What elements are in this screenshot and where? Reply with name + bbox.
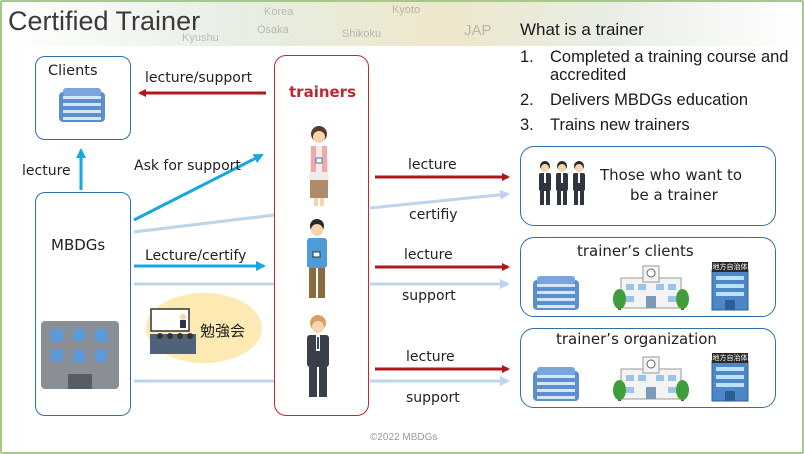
edge-label-lecture: lecture: [406, 349, 455, 365]
arrow-ask-for-support: [133, 153, 264, 222]
definition-number: 2.: [520, 91, 534, 109]
trainer-businessman-icon: [307, 315, 329, 397]
municipality-sign: 地方自治体: [713, 262, 748, 271]
trainers-label: trainers: [289, 83, 357, 101]
pale-line: [133, 213, 275, 234]
map-word: Shikoku: [342, 28, 382, 40]
municipality-sign: 地方自治体: [713, 353, 748, 362]
clients-label: Clients: [48, 63, 98, 79]
definition-item: 2. Delivers MBDGs education: [520, 91, 790, 109]
edge-label-lecture: lecture: [404, 247, 453, 263]
edge-label-support: support: [406, 390, 460, 406]
definition-text: Delivers MBDGs education: [550, 91, 749, 109]
map-word: JAP: [464, 22, 492, 39]
trainer-woman-icon: [309, 126, 329, 206]
definition-item: 3. Trains new trainers: [520, 116, 790, 134]
definition-heading: What is a trainer: [520, 20, 644, 39]
edge-label-certifiy: certifiy: [409, 207, 458, 223]
map-banner: Korea Kyoto Osaka Shikoku Kyushu JAP: [2, 2, 802, 46]
map-word: Kyushu: [182, 32, 219, 44]
arrow-certifiy: [369, 189, 510, 210]
trainer-definition: What is a trainer 1. Completed a trainin…: [520, 20, 790, 141]
trainer-org-label: trainer’s organization: [556, 330, 717, 348]
clients-building-icon: [59, 88, 105, 122]
study-session-label: 勉強会: [200, 322, 246, 340]
edge-label-lecture-certify: Lecture/certify: [145, 248, 247, 264]
businessman-icon: [573, 161, 585, 205]
study-session-icon: [150, 308, 196, 354]
definition-number: 3.: [520, 116, 534, 134]
definition-number: 1.: [520, 48, 534, 66]
trainer-man-icon: [307, 219, 327, 298]
school-building-icon: [620, 356, 682, 400]
school-building-icon: [620, 265, 682, 309]
office-building-icon: [533, 276, 579, 310]
map-word: Kyoto: [392, 4, 421, 16]
definition-text: Completed a training course and accredit…: [550, 48, 789, 84]
trainer-clients-label: trainer’s clients: [577, 242, 694, 260]
edge-label-lecture-support: lecture/support: [145, 70, 253, 86]
definition-text: Trains new trainers: [550, 116, 690, 134]
office-building-icon: [533, 367, 579, 401]
wannabe-box: [520, 146, 776, 226]
edge-label-lecture: lecture: [408, 157, 457, 173]
wannabe-label-line2: be a trainer: [630, 186, 718, 204]
map-word: Korea: [264, 6, 294, 18]
businessman-icon: [539, 161, 551, 205]
mbdgs-label: MBDGs: [51, 236, 106, 254]
mbdgs-building-icon: [41, 321, 119, 389]
page-title: Certified Trainer: [8, 6, 201, 36]
edge-label-ask-for-support: Ask for support: [134, 158, 241, 174]
wannabe-label-line1: Those who want to: [600, 166, 743, 184]
definition-item: 1. Completed a training course and accre…: [520, 48, 790, 84]
edge-label-lecture: lecture: [22, 163, 71, 179]
map-word: Osaka: [257, 24, 289, 36]
copyright-footer: ©2022 MBDGs: [370, 432, 438, 443]
edge-label-support: support: [402, 288, 456, 304]
businessman-icon: [556, 161, 568, 205]
